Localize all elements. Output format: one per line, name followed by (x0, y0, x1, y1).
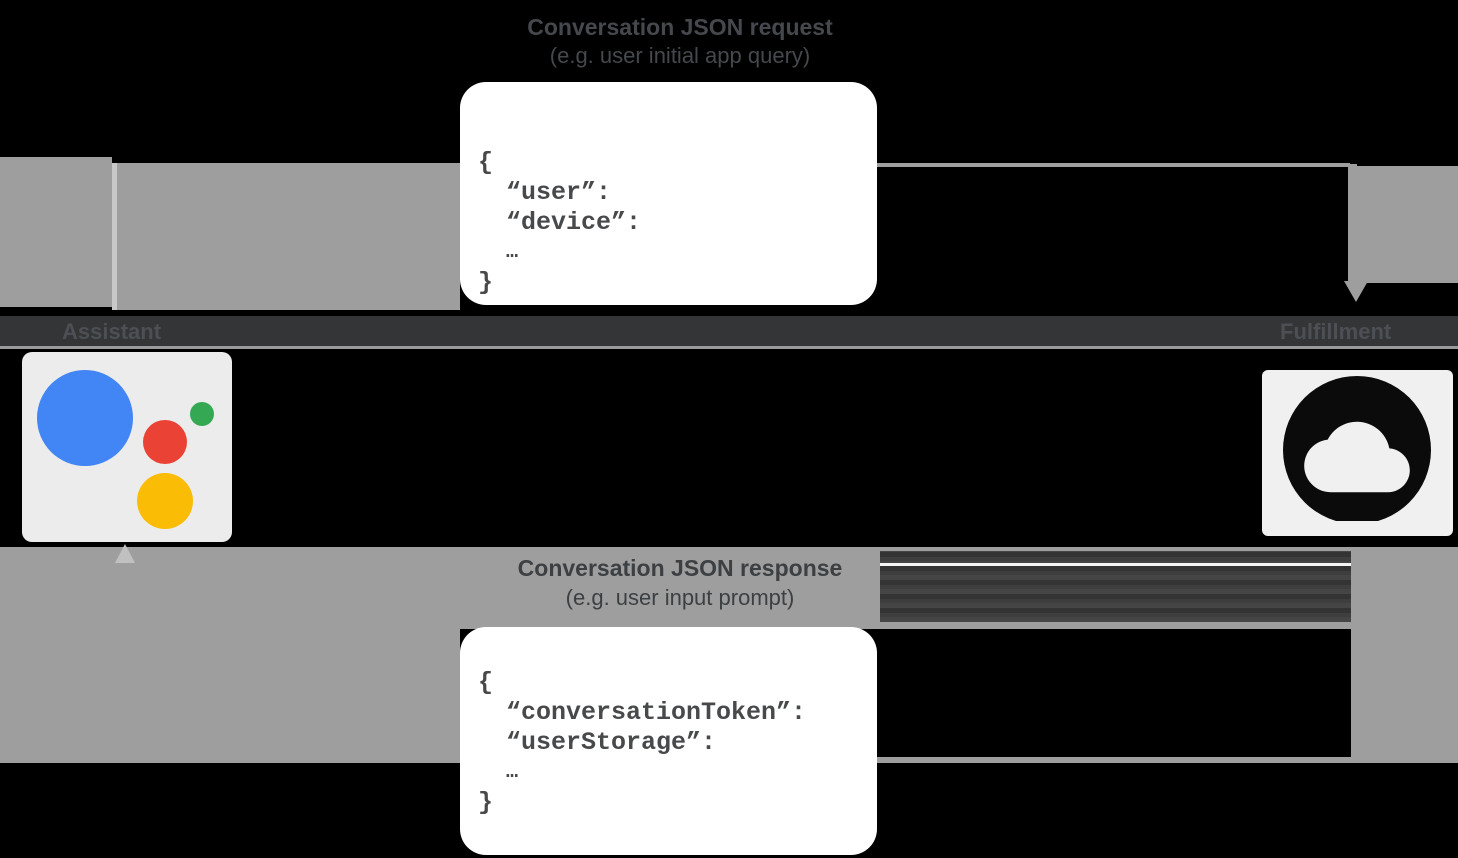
assistant-logo-green-circle (190, 402, 214, 426)
actions-on-google-cloud-icon (1277, 376, 1437, 533)
response-json-ellipsis: … (506, 761, 519, 784)
request-title-line1: Conversation JSON request (527, 14, 833, 40)
response-arrowhead-up-icon (115, 544, 135, 563)
request-arrow-left-column (0, 157, 112, 307)
response-json-line: “userStorage”: (506, 728, 717, 757)
stripe-line (880, 563, 1355, 566)
fulfillment-label: Fulfillment (1280, 319, 1392, 344)
stripe-line (880, 622, 1355, 629)
request-json-line: } (478, 268, 494, 297)
request-json-ellipsis: … (506, 241, 519, 264)
response-arrow-left-column (0, 629, 460, 763)
request-arrow-mid-band (117, 163, 460, 310)
entity-label-band (0, 316, 1458, 347)
request-title: Conversation JSON request (e.g. user ini… (400, 12, 960, 70)
request-arrowhead-down-icon (1344, 281, 1368, 302)
assistant-label: Assistant (62, 319, 162, 344)
response-arrow-left-band (0, 547, 880, 629)
response-title: Conversation JSON response (e.g. user in… (400, 552, 960, 612)
request-arrow-left-line (112, 163, 117, 310)
response-json-line: } (478, 788, 494, 817)
request-json-line: { (478, 148, 494, 177)
request-json-box: { “user”: “device”: … } (460, 82, 877, 305)
response-json-line: { (478, 668, 494, 697)
response-title-line1: Conversation JSON response (517, 555, 843, 581)
response-arrow-right-band (1351, 547, 1458, 763)
assistant-logo-blue-circle (37, 370, 133, 466)
response-json-box: { “conversationToken”: “userStorage”: … … (460, 627, 877, 855)
assistant-entity (22, 352, 232, 542)
request-json-line: “user”: (506, 178, 612, 207)
request-title-line2: (e.g. user initial app query) (549, 43, 811, 68)
fulfillment-entity (1262, 370, 1453, 536)
response-title-line2: (e.g. user input prompt) (565, 585, 795, 610)
assistant-logo-yellow-circle (137, 473, 193, 529)
request-arrow-right-band (1351, 166, 1458, 283)
request-json-line: “device”: (506, 208, 642, 237)
entity-band-divider (0, 346, 1458, 349)
response-arrow-stripe-band (880, 547, 1355, 629)
response-json-line: “conversationToken”: (506, 698, 807, 727)
assistant-logo-red-circle (143, 420, 187, 464)
stripe-line (880, 547, 1355, 551)
